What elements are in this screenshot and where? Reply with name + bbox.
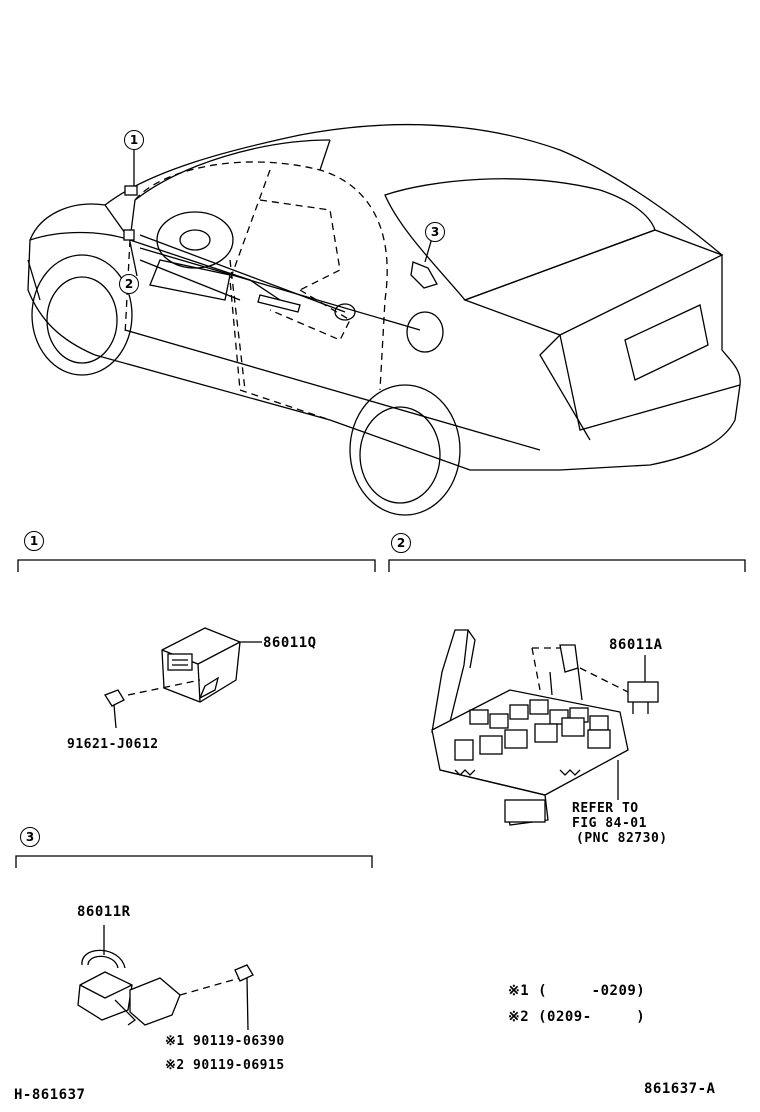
car-illustration [27, 123, 741, 516]
figure-code-right: 861637-A [644, 1081, 716, 1097]
screw-q-drawing [104, 689, 125, 729]
section-1-bracket [17, 559, 376, 572]
part-label-86011r: 86011R [77, 904, 131, 920]
section-3-bracket [15, 855, 373, 868]
section-2-bracket [388, 559, 746, 572]
relay-a-drawing [627, 681, 659, 714]
bolt-r-drawing [234, 964, 254, 1031]
refer-line-1: REFER TO [572, 801, 639, 816]
part-label-86011q: 86011Q [263, 635, 317, 651]
section-3-number: 3 [20, 827, 40, 847]
section-1-number: 1 [24, 531, 44, 551]
relay-r-drawing [77, 949, 181, 1026]
figure-code-left: H-861637 [14, 1087, 86, 1103]
junction-block-drawing [431, 629, 629, 826]
part-label-bolt-1: ※1 90119-06390 [165, 1034, 285, 1049]
relay-q-drawing [161, 627, 241, 703]
note-1: ※1 ( -0209) [508, 983, 646, 999]
note-2: ※2 (0209- ) [508, 1009, 646, 1025]
section-2-number: 2 [391, 533, 411, 553]
part-label-91621-j0612: 91621-J0612 [67, 737, 159, 752]
refer-line-3: (PNC 82730) [576, 831, 668, 846]
callout-2-circle: 2 [119, 274, 139, 294]
callout-1-circle: 1 [124, 130, 144, 150]
callout-3-circle: 3 [425, 222, 445, 242]
part-label-86011a: 86011A [609, 637, 663, 653]
refer-line-2: FIG 84-01 [572, 816, 647, 831]
part-label-bolt-2: ※2 90119-06915 [165, 1058, 285, 1073]
